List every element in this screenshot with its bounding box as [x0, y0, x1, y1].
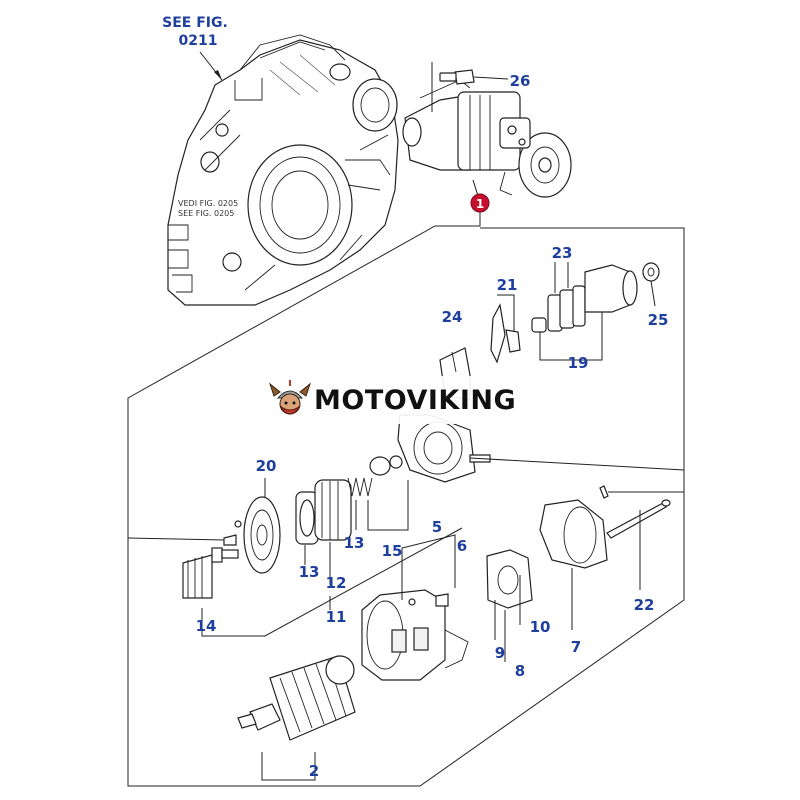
vedi-fig-reference: VEDI FIG. 0205: [178, 199, 238, 208]
callout-14: 14: [196, 617, 217, 635]
spring-13: [347, 477, 373, 530]
assembly-badge: 1: [470, 179, 490, 213]
callout-5: 5: [432, 518, 442, 536]
see-fig-reference: SEE FIG.: [162, 15, 228, 31]
starter-assembly: [402, 79, 572, 198]
callout-8: 8: [515, 662, 525, 680]
lever-21: [490, 294, 521, 364]
callout-2: 2: [309, 762, 319, 780]
callout-9: 9: [495, 644, 505, 662]
rear-cover-7: [539, 499, 608, 630]
clutch-11: [295, 479, 352, 610]
callout-20: 20: [256, 457, 277, 475]
callout-11: 11: [326, 608, 347, 626]
solenoid-19: [531, 262, 660, 361]
callout-26: 26: [510, 72, 531, 90]
callout-19: 19: [568, 354, 589, 372]
end-plate-20: [127, 478, 281, 574]
pinion-14: [182, 527, 463, 637]
callout-12: 12: [326, 574, 347, 592]
front-housing: [397, 414, 685, 483]
exploded-frame: [127, 212, 685, 787]
collar-15: [367, 455, 409, 531]
callout-6: 6: [457, 537, 467, 555]
flywheel-housing: [167, 34, 399, 306]
callout-10: 10: [530, 618, 551, 636]
callout-21: 21: [497, 276, 518, 294]
see-fig-number: 0211: [179, 33, 218, 49]
watermark: MOTOVIKING: [262, 376, 536, 424]
callout-7: 7: [571, 638, 581, 656]
through-bolt-22: [599, 485, 684, 590]
watermark-brand: MOTOVIKING: [314, 384, 517, 416]
yoke-5: [361, 534, 469, 681]
callout-24: 24: [442, 308, 463, 326]
armature-2: [237, 655, 356, 781]
callout-22: 22: [634, 596, 655, 614]
callout-13b: 13: [344, 534, 365, 552]
callout-13a: 13: [299, 563, 320, 581]
callout-23: 23: [552, 244, 573, 262]
assembly-number: 1: [476, 197, 484, 211]
viking-head-icon: [268, 380, 312, 415]
callout-25: 25: [648, 311, 669, 329]
see-fig-side-reference: SEE FIG. 0205: [178, 209, 234, 218]
bolt-26: [431, 62, 509, 112]
callout-15: 15: [382, 542, 403, 560]
brush-holder-8: [486, 549, 533, 662]
